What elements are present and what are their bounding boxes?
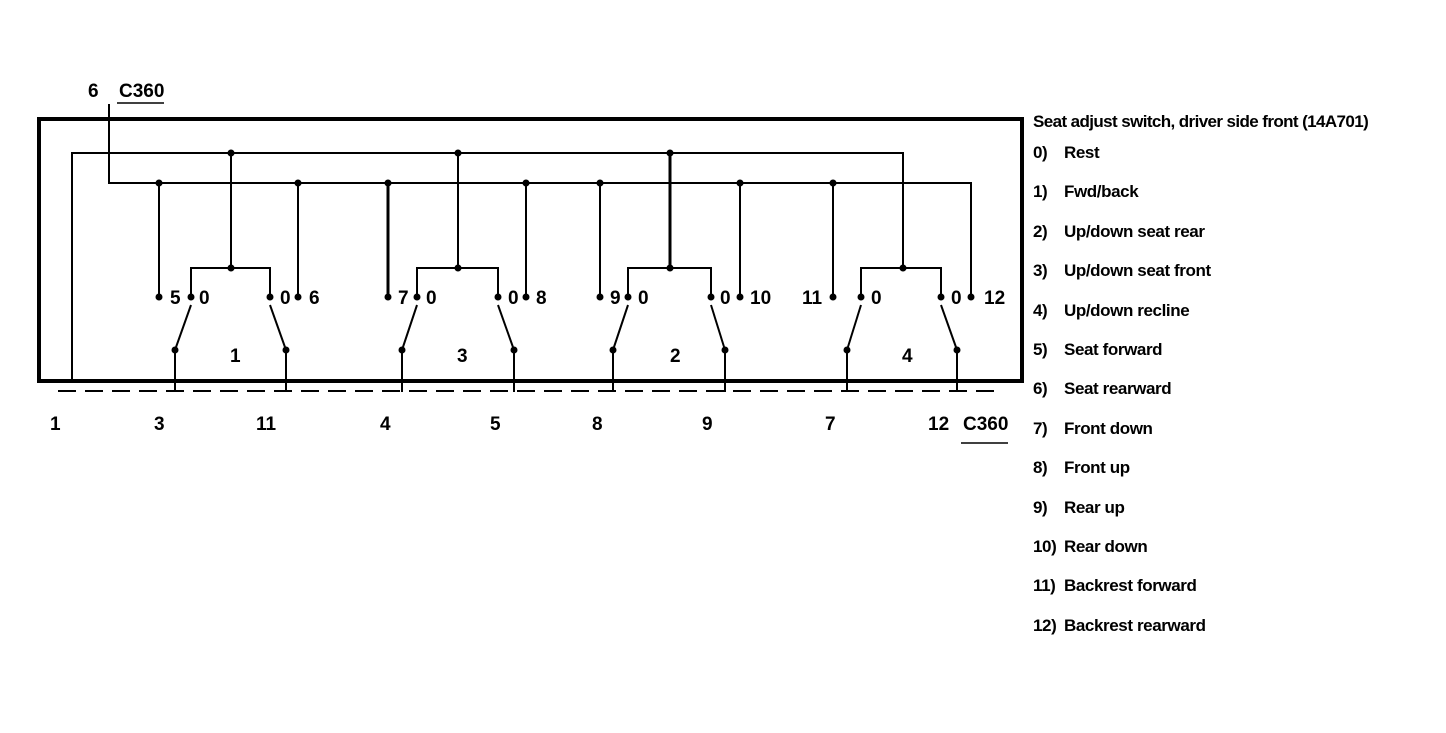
seat-switch-schematic: 6 C360 5 0 0 6 1 7 0 0 8 3 bbox=[37, 81, 1024, 444]
common-bus-upper bbox=[71, 152, 904, 382]
legend-item-text: Backrest forward bbox=[1064, 576, 1197, 596]
legend-item-num: 4) bbox=[1033, 300, 1048, 320]
legend-item: 5) Seat forward bbox=[1033, 337, 1438, 376]
switch-housing bbox=[37, 117, 1024, 383]
legend-item-text: Front up bbox=[1064, 458, 1130, 478]
legend-item-num: 2) bbox=[1033, 221, 1048, 241]
switch-4-number: 4 bbox=[902, 346, 913, 367]
legend-item-num: 0) bbox=[1033, 143, 1048, 162]
switch-2-number: 2 bbox=[670, 346, 681, 367]
switch-2-left-pos: 0 bbox=[638, 288, 649, 309]
pin-label: 3 bbox=[154, 414, 165, 435]
legend-item: 6) Seat rearward bbox=[1033, 376, 1438, 415]
legend-item: 1) Fwd/back bbox=[1033, 179, 1438, 218]
switch-4-right-pos: 0 bbox=[951, 288, 962, 309]
pin-label: 12 bbox=[928, 414, 949, 435]
legend-item-text: Front down bbox=[1064, 418, 1153, 438]
legend-item: 8) Front up bbox=[1033, 455, 1438, 494]
legend-item-num: 7) bbox=[1033, 418, 1048, 438]
legend-item: 10) Rear down bbox=[1033, 534, 1438, 573]
switch-4: 11 0 0 12 4 bbox=[802, 267, 1005, 392]
legend-item: 0) Rest bbox=[1033, 140, 1438, 179]
legend-item: 2) Up/down seat rear bbox=[1033, 219, 1438, 258]
bottom-connector-pins: 1 3 11 4 5 8 9 7 12 bbox=[50, 414, 949, 435]
switch-2-right-term: 10 bbox=[750, 288, 771, 309]
switch-3-right-pos: 0 bbox=[508, 288, 519, 309]
legend-title: Seat adjust switch, driver side front (1… bbox=[1033, 112, 1369, 131]
legend-item-text: Seat rearward bbox=[1064, 379, 1172, 399]
legend-item: 12) Backrest rearward bbox=[1033, 613, 1438, 652]
switch-2-left-term: 9 bbox=[610, 288, 621, 309]
switch-3-left-pos: 0 bbox=[426, 288, 437, 309]
switch-3-number: 3 bbox=[457, 346, 468, 367]
legend-item: 3) Up/down seat front bbox=[1033, 258, 1438, 297]
legend-item-num: 11) bbox=[1033, 576, 1056, 596]
legend-item-text: Rear down bbox=[1064, 536, 1148, 556]
pin-label: 11 bbox=[256, 414, 277, 435]
legend-item-text: Backrest rearward bbox=[1064, 615, 1206, 635]
pin-label: 8 bbox=[592, 414, 603, 435]
junction-dots bbox=[155, 149, 975, 354]
switch-3-left-term: 7 bbox=[398, 288, 409, 309]
legend-item-text: Rear up bbox=[1064, 497, 1125, 517]
switch-2: 9 0 0 10 2 bbox=[610, 267, 771, 392]
legend-item: 7) Front down bbox=[1033, 416, 1438, 455]
bottom-connector-name: C360 bbox=[963, 414, 1008, 435]
switch-1-right-term: 6 bbox=[309, 288, 320, 309]
switch-3: 7 0 0 8 3 bbox=[398, 267, 547, 392]
switch-1-left-term: 5 bbox=[170, 288, 181, 309]
legend-list: 0) Rest 1) Fwd/back 2) Up/down seat rear 3)… bbox=[1033, 140, 1438, 652]
switch-1-left-pos: 0 bbox=[199, 288, 210, 309]
legend-item-num: 9) bbox=[1033, 497, 1048, 517]
common-bus-lower bbox=[108, 104, 972, 297]
legend-item-num: 12) bbox=[1033, 615, 1057, 635]
pin-label: 9 bbox=[702, 414, 713, 435]
switch-3-right-term: 8 bbox=[536, 288, 547, 309]
switch-2-right-pos: 0 bbox=[720, 288, 731, 309]
top-connector-name: C360 bbox=[119, 81, 164, 102]
switch-1-number: 1 bbox=[230, 346, 241, 367]
switch-4-left-term: 11 bbox=[802, 288, 823, 309]
switch-4-right-term: 12 bbox=[984, 288, 1005, 309]
legend-item-text: Up/down seat front bbox=[1064, 261, 1211, 281]
pin-label: 7 bbox=[825, 414, 836, 435]
legend-item-text: Fwd/back bbox=[1064, 182, 1139, 202]
switch-4-left-pos: 0 bbox=[871, 288, 882, 309]
legend-item-num: 8) bbox=[1033, 458, 1048, 478]
legend-item-num: 10) bbox=[1033, 536, 1057, 556]
legend-item-text: Rest bbox=[1064, 143, 1100, 162]
legend: Seat adjust switch, driver side front (1… bbox=[1033, 112, 1438, 652]
legend-item-text: Seat forward bbox=[1064, 339, 1163, 359]
legend-item: 4) Up/down recline bbox=[1033, 298, 1438, 337]
top-connector-pin: 6 bbox=[88, 81, 99, 102]
pin-label: 1 bbox=[50, 414, 61, 435]
legend-item-num: 6) bbox=[1033, 379, 1048, 399]
switch-1-right-pos: 0 bbox=[280, 288, 291, 309]
legend-item-text: Up/down recline bbox=[1064, 300, 1190, 320]
legend-item-num: 1) bbox=[1033, 182, 1048, 202]
pin-label: 5 bbox=[490, 414, 501, 435]
legend-item-text: Up/down seat rear bbox=[1064, 221, 1205, 241]
pin-label: 4 bbox=[380, 414, 391, 435]
legend-item: 11) Backrest forward bbox=[1033, 573, 1438, 612]
legend-item-num: 3) bbox=[1033, 261, 1048, 281]
legend-item-num: 5) bbox=[1033, 339, 1048, 359]
legend-item: 9) Rear up bbox=[1033, 495, 1438, 534]
